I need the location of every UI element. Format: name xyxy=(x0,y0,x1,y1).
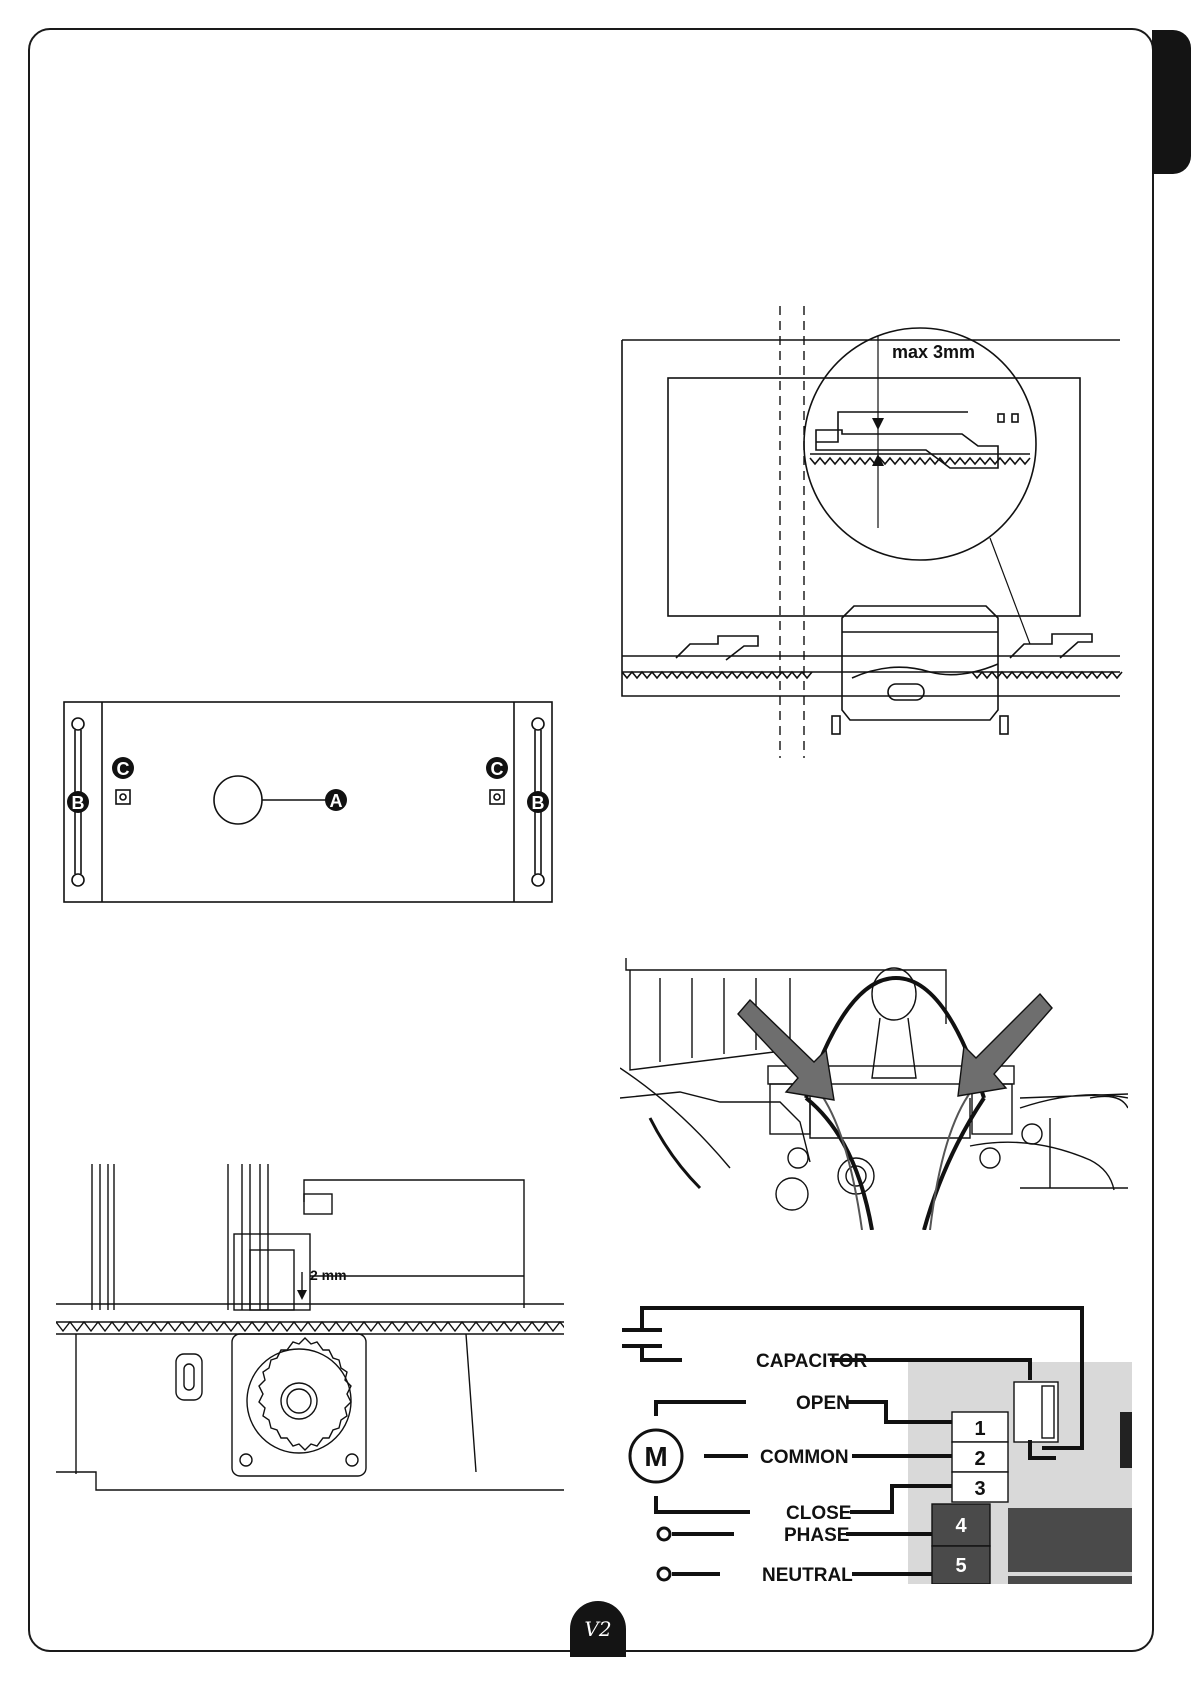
rack-gap-drawing: max 3mm xyxy=(620,306,1125,758)
close-label: CLOSE xyxy=(786,1503,851,1524)
label-a: A xyxy=(330,791,343,811)
label-b-left: B xyxy=(72,793,85,813)
mounting-plate-figure: A B B C C xyxy=(60,698,560,906)
v2-logo: V2 xyxy=(570,1601,626,1657)
terminal-4: 4 xyxy=(955,1515,967,1537)
terminal-2: 2 xyxy=(974,1448,985,1470)
cable-routing-drawing xyxy=(620,958,1128,1230)
phase-label: PHASE xyxy=(784,1525,849,1546)
neutral-label: NEUTRAL xyxy=(762,1565,853,1584)
pinion-gap-label: 2 mm xyxy=(310,1267,347,1283)
gap-label: max 3mm xyxy=(892,342,975,362)
open-label: OPEN xyxy=(796,1393,850,1414)
wiring-diagram-drawing: M CAPACITOR OPEN COMMON CLOSE PHASE NEUT… xyxy=(612,1294,1132,1584)
terminal-5: 5 xyxy=(955,1555,966,1577)
section-tab xyxy=(1152,30,1191,174)
rack-gap-figure: max 3mm xyxy=(620,306,1125,758)
capacitor-label: CAPACITOR xyxy=(756,1351,867,1372)
cable-routing-figure xyxy=(620,958,1128,1230)
terminal-1: 1 xyxy=(974,1418,985,1440)
pinion-clearance-figure: 2 mm xyxy=(56,1164,564,1500)
label-c-right: C xyxy=(491,759,504,779)
motor-symbol: M xyxy=(644,1441,667,1472)
mounting-plate-drawing: A B B C C xyxy=(60,698,560,906)
label-c-left: C xyxy=(117,759,130,779)
common-label: COMMON xyxy=(760,1447,849,1468)
label-b-right: B xyxy=(532,793,545,813)
pinion-clearance-drawing: 2 mm xyxy=(56,1164,564,1500)
wiring-diagram-figure: M CAPACITOR OPEN COMMON CLOSE PHASE NEUT… xyxy=(612,1294,1132,1584)
terminal-3: 3 xyxy=(974,1478,985,1500)
